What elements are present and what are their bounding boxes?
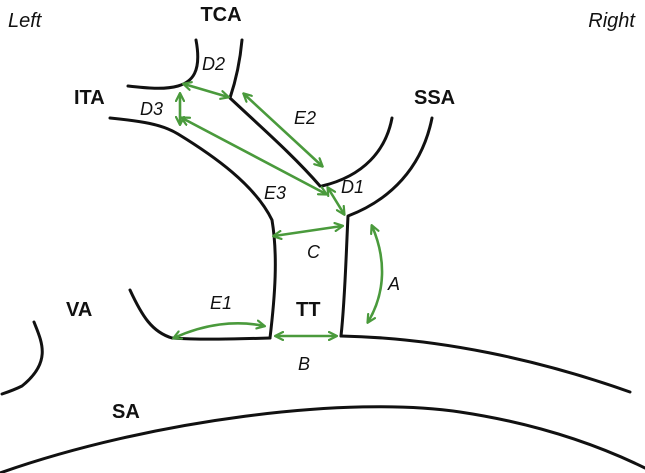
measure-label-d2: D2	[202, 54, 225, 74]
measure-label-a: A	[387, 274, 400, 294]
left-label: Left	[8, 10, 43, 32]
ssa-right-wall	[339, 116, 434, 338]
vessel-label-va: VA	[66, 299, 92, 321]
right-label: Right	[588, 10, 636, 32]
vessel-label-tt: TT	[296, 299, 320, 321]
tca-left-wall	[126, 38, 200, 90]
arrow-e3	[182, 118, 326, 194]
arrow-d1	[328, 188, 344, 214]
measure-label-d1: D1	[341, 177, 364, 197]
measure-label-e2: E2	[294, 108, 316, 128]
vessel-label-ita: ITA	[74, 87, 105, 109]
arrow-e2	[244, 94, 322, 166]
arrow-d2	[184, 84, 228, 97]
vessel-label-ssa: SSA	[414, 87, 455, 109]
vessel-label-sa: SA	[112, 401, 140, 423]
ssa-left-wall	[320, 116, 394, 188]
arch-lower-wall	[0, 405, 645, 473]
measure-label-d3: D3	[140, 99, 163, 119]
vessel-label-tca: TCA	[200, 4, 241, 26]
arrow-c	[274, 226, 342, 236]
measure-label-b: B	[298, 354, 310, 374]
measure-label-e1: E1	[210, 293, 232, 313]
measure-label-c: C	[307, 242, 321, 262]
arrow-e1	[174, 323, 264, 338]
arrow-a	[368, 226, 384, 322]
arch-upper-wall	[339, 334, 632, 394]
measurement-arrows	[174, 84, 384, 338]
left-vessel-wall	[0, 320, 44, 396]
measure-label-e3: E3	[264, 183, 286, 203]
va-wall	[128, 288, 272, 341]
ita-lower-wall	[108, 116, 277, 340]
